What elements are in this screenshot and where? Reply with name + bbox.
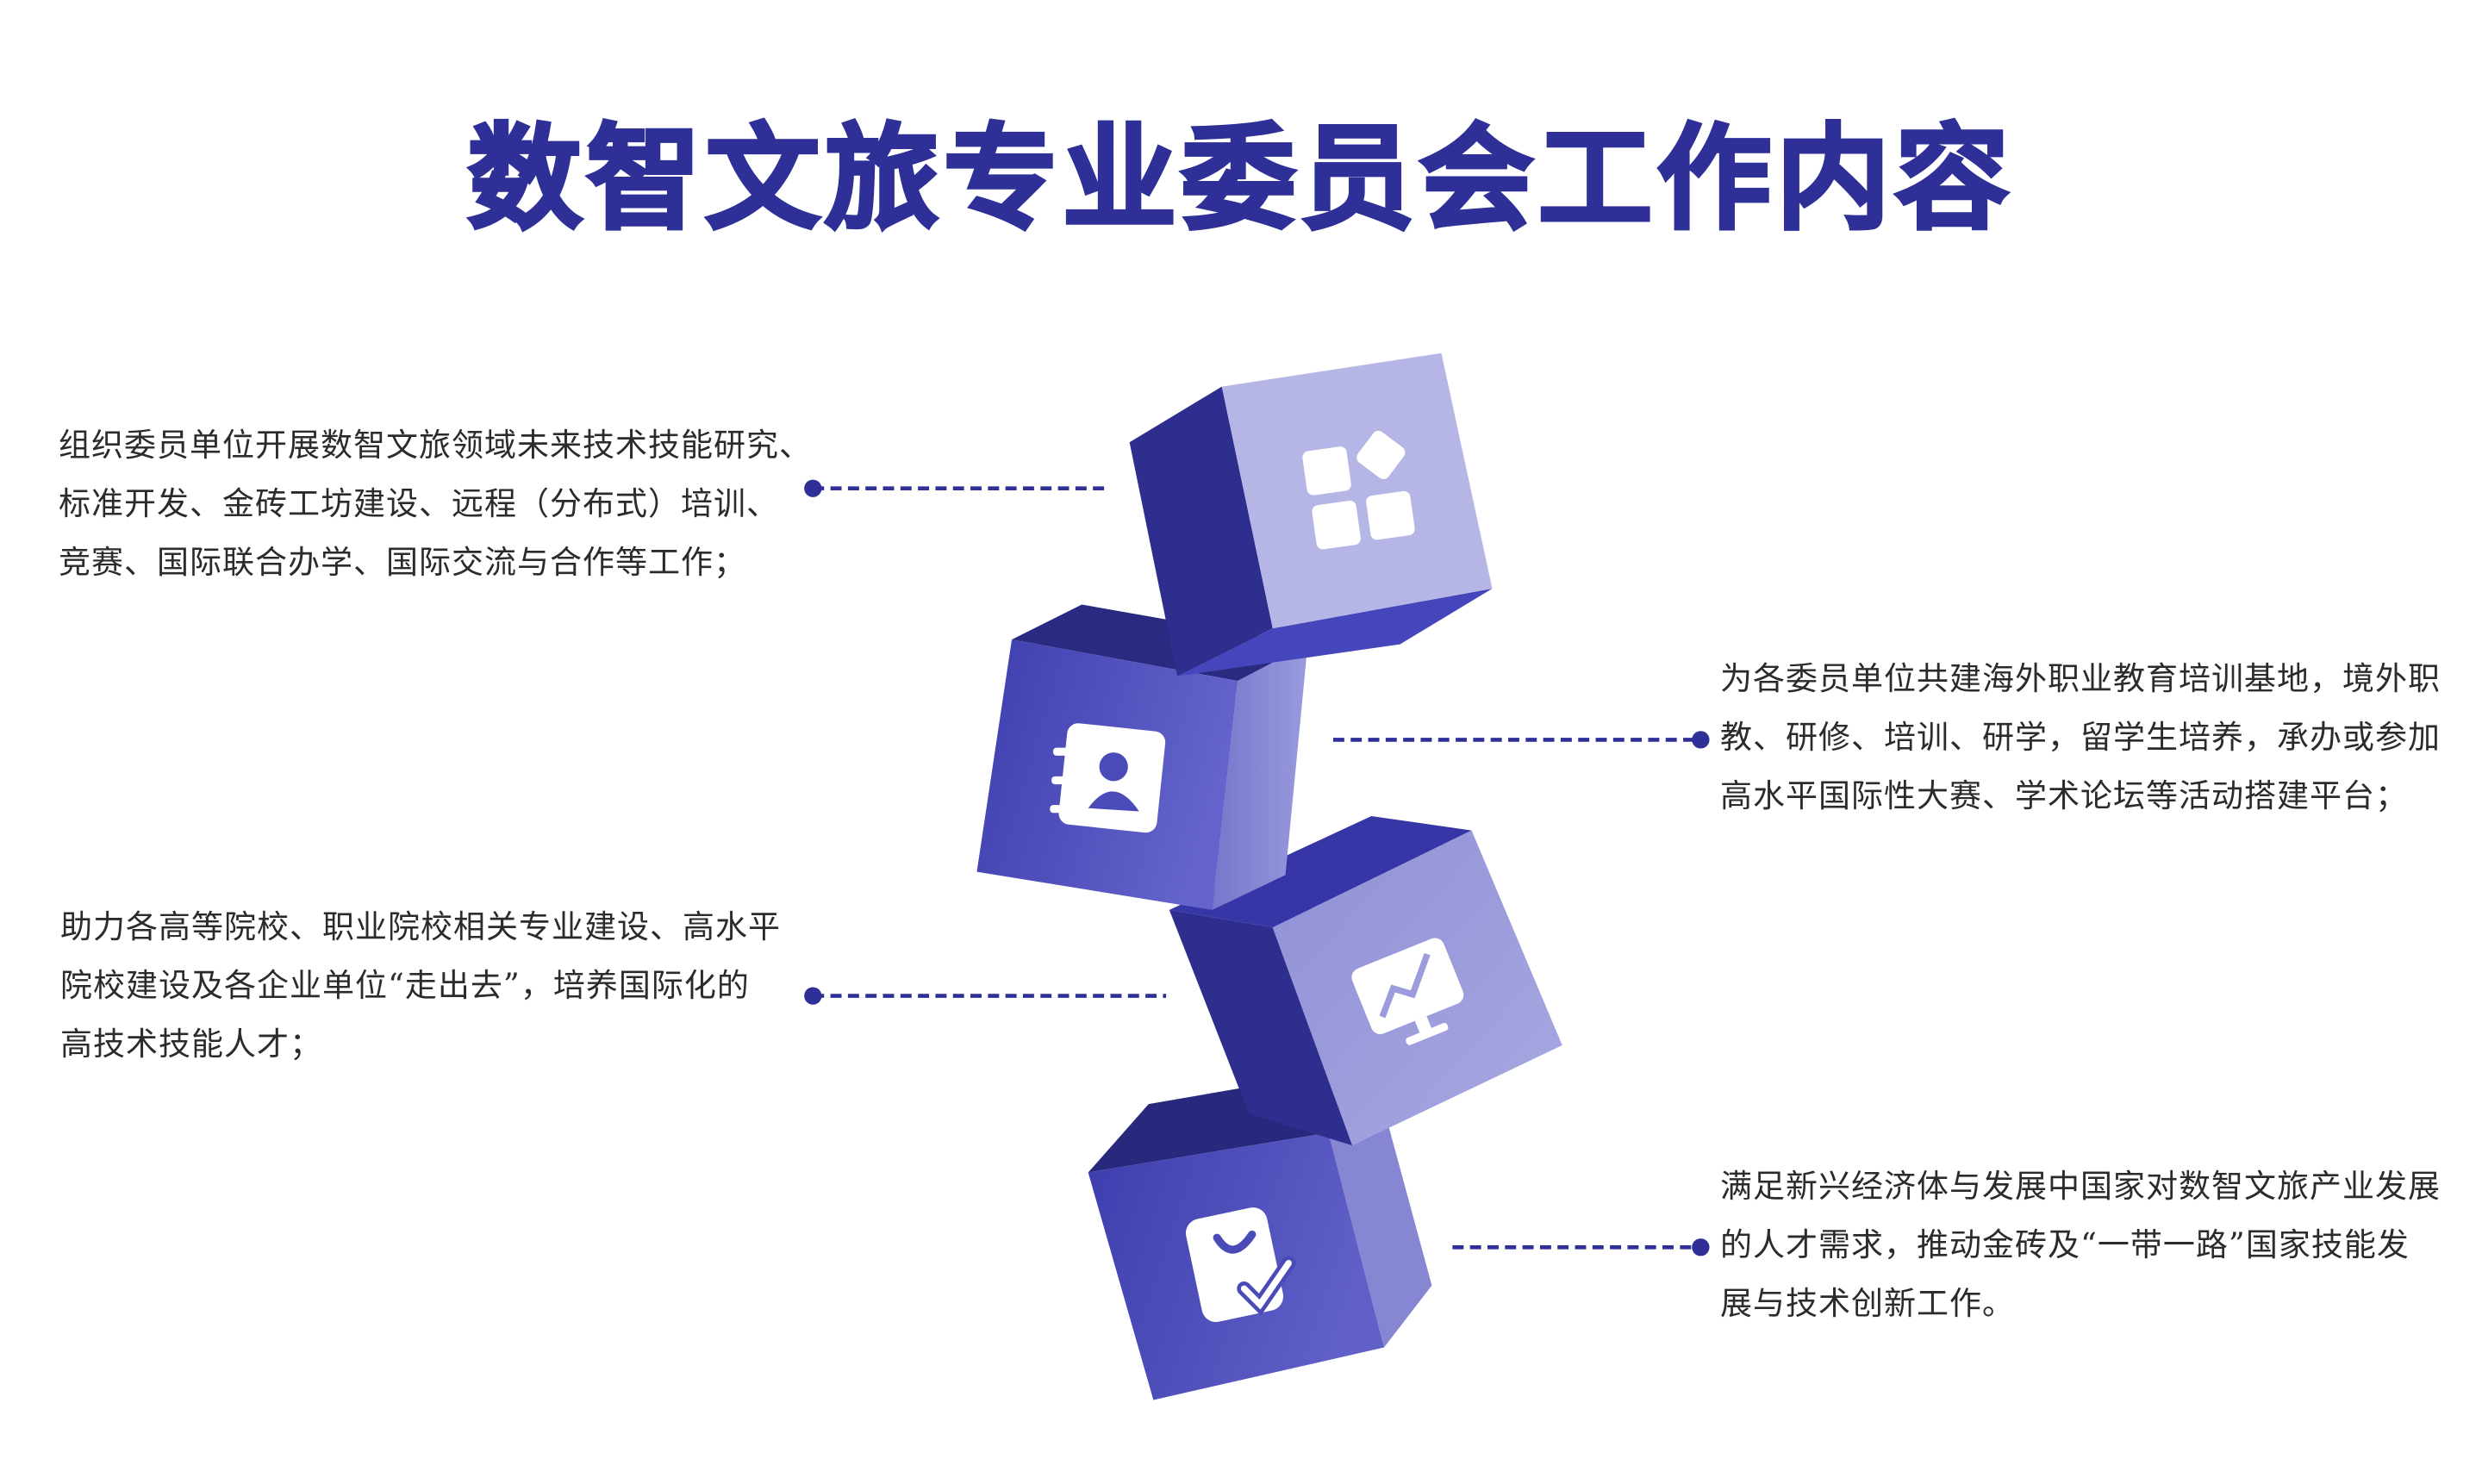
connector-1 — [804, 479, 1109, 497]
text-line: 教、研修、培训、研学，留学生培养，承办或参加 — [1720, 719, 2441, 756]
text-line: 的人才需求，推动金砖及“一带一路”国家技能发 — [1720, 1226, 2410, 1263]
cube-1 — [1129, 352, 1493, 677]
item-text-1: 组织委员单位开展数智文旅领域未来技术技能研究、 标准开发、金砖工坊建设、远程（分… — [59, 416, 812, 592]
connector-2 — [1332, 731, 1710, 749]
connector-3 — [804, 987, 1167, 1005]
monitor-chart-icon — [1351, 938, 1464, 1045]
text-line: 展与技术创新工作。 — [1720, 1285, 2015, 1322]
item-text-4: 满足新兴经济体与发展中国家对数智文旅产业发展 的人才需求，推动金砖及“一带一路”… — [1720, 1157, 2441, 1333]
shopping-bag-check-icon — [1185, 1207, 1296, 1323]
text-line: 组织委员单位开展数智文旅领域未来技术技能研究、 — [59, 427, 812, 464]
text-line: 竞赛、国际联合办学、国际交流与合作等工作； — [59, 544, 746, 581]
text-line: 高水平国际性大赛、学术论坛等活动搭建平台； — [1720, 777, 2408, 814]
cube-4 — [1088, 1088, 1432, 1400]
text-line: 院校建设及各企业单位“走出去”，培养国际化的 — [60, 967, 750, 1004]
item-text-2: 为各委员单位共建海外职业教育培训基地，境外职 教、研修、培训、研学，留学生培养，… — [1720, 650, 2441, 826]
text-line: 满足新兴经济体与发展中国家对数智文旅产业发展 — [1720, 1168, 2441, 1205]
cube-3 — [1169, 815, 1562, 1146]
contact-book-icon — [1050, 723, 1166, 833]
text-line: 为各委员单位共建海外职业教育培训基地，境外职 — [1720, 660, 2441, 697]
text-line: 标准开发、金砖工坊建设、远程（分布式）培训、 — [59, 485, 779, 522]
page-title: 数智文旅专业委员会工作内容 — [466, 111, 2014, 247]
text-line: 高技术技能人才； — [60, 1026, 322, 1063]
connector-4 — [1452, 1238, 1710, 1256]
grid-blocks-icon — [1302, 430, 1415, 550]
text-line: 助力各高等院校、职业院校相关专业建设、高水平 — [60, 908, 781, 945]
item-text-3: 助力各高等院校、职业院校相关专业建设、高水平 院校建设及各企业单位“走出去”，培… — [60, 898, 781, 1074]
